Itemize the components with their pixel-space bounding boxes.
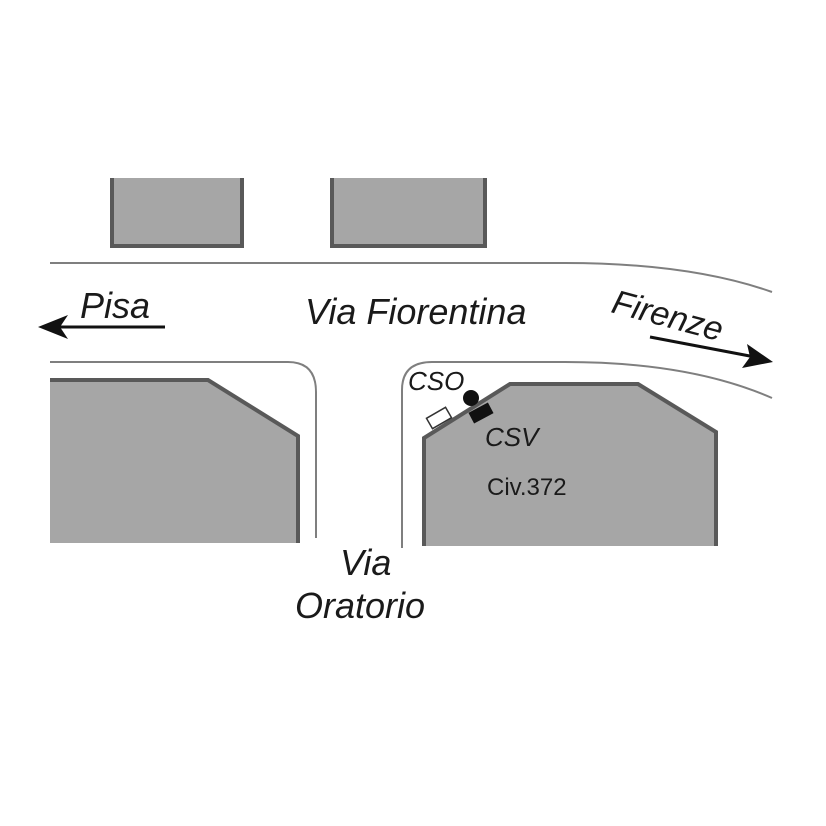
small-box-icon [425,406,453,430]
building-north-east [330,178,487,248]
building-north-west [110,178,244,248]
cso-marker-icon [463,390,479,406]
csv-marker-icon [468,402,494,424]
street-label-side-line1: Via [340,542,391,583]
road-edge-south-west [50,361,317,538]
building-south-east [422,382,718,546]
arrow-west-icon [38,315,165,339]
csv-label: CSV [485,422,541,452]
road-edge-north [50,262,773,293]
civic-number-label: Civ.372 [487,474,567,501]
cso-label: CSO [408,366,464,396]
road-edge-south-east [401,361,773,548]
street-label-side-line2: Oratorio [295,585,425,626]
street-label-main: Via Fiorentina [305,291,526,332]
direction-label-west: Pisa [80,285,150,326]
building-south-west [50,378,300,543]
arrow-east-icon [649,335,773,368]
